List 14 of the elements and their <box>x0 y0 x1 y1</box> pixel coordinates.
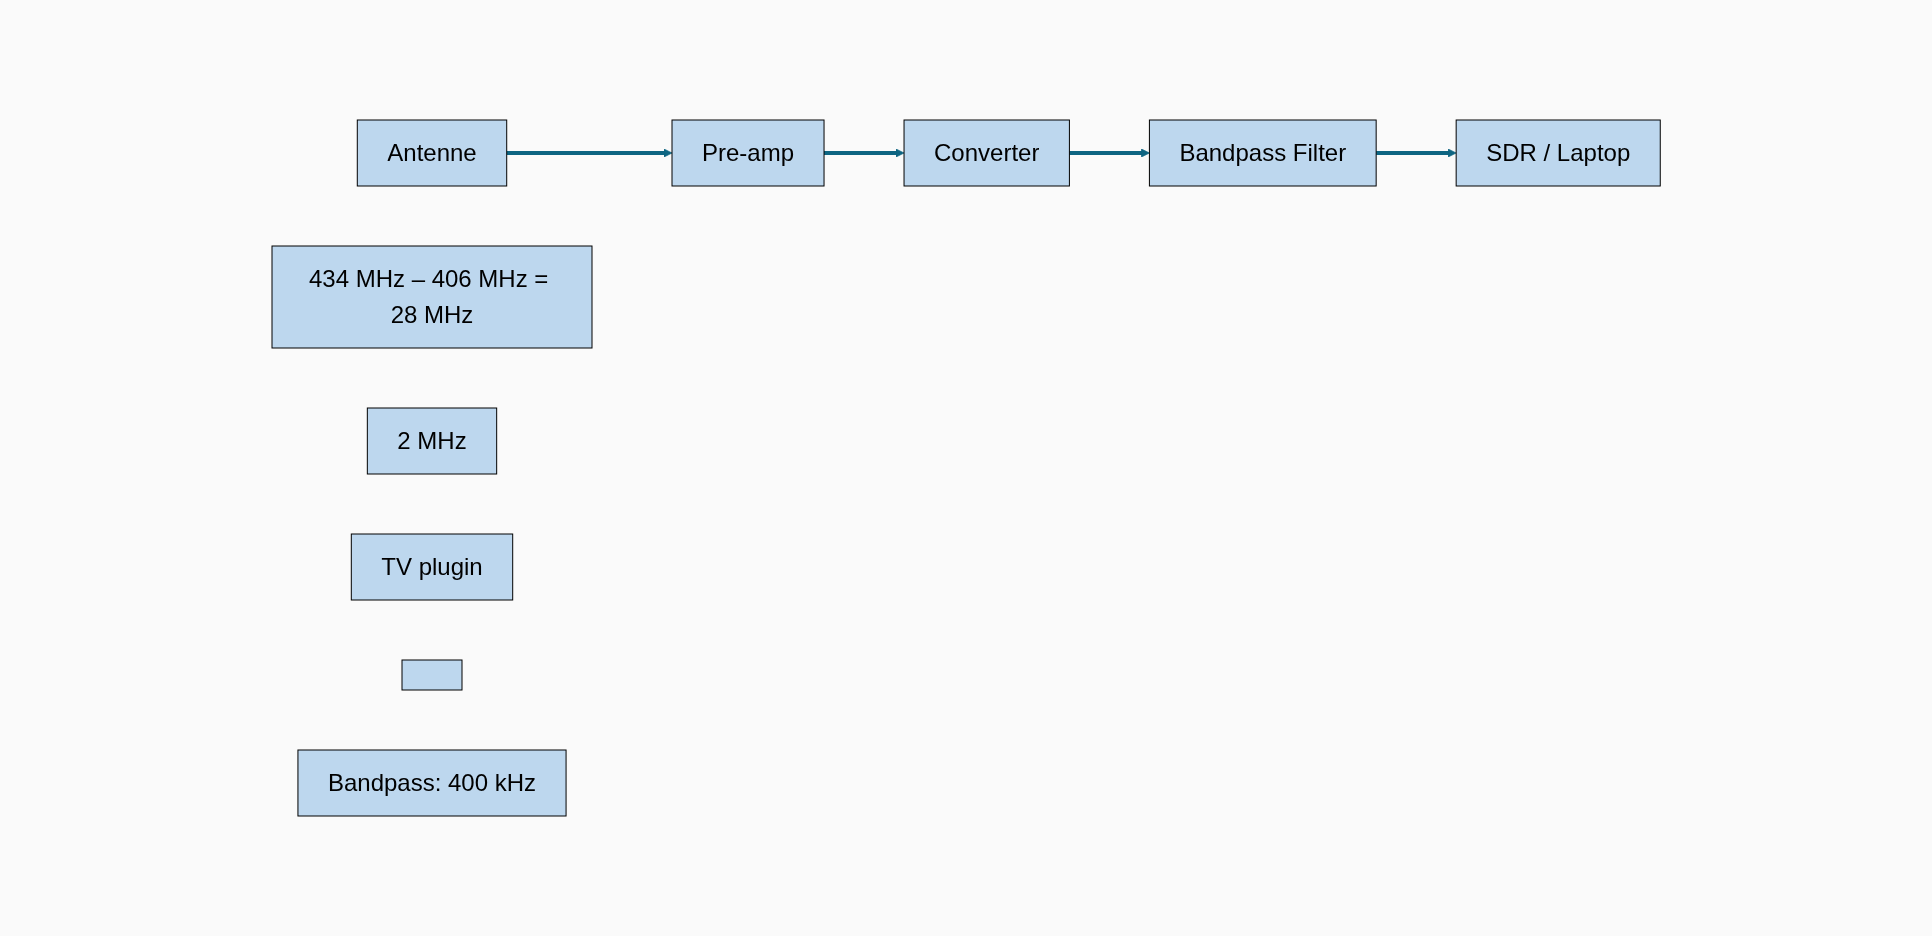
node-box: Pre-amp <box>671 119 825 187</box>
node-box: Converter <box>903 119 1070 187</box>
node-box: Antenne <box>356 119 508 187</box>
node-box: Bandpass: 400 kHz <box>297 749 567 817</box>
node-box <box>401 659 463 691</box>
arrow <box>1069 148 1150 158</box>
node-box: 2 MHz <box>366 407 498 475</box>
node-box: TV plugin <box>350 533 514 601</box>
arrow <box>823 148 905 158</box>
node-box: SDR / Laptop <box>1455 119 1661 187</box>
node-box: 434 MHz – 406 MHz = 28 MHz <box>271 245 593 349</box>
arrow <box>1376 148 1457 158</box>
node-box: Bandpass Filter <box>1148 119 1377 187</box>
arrow <box>506 148 673 158</box>
